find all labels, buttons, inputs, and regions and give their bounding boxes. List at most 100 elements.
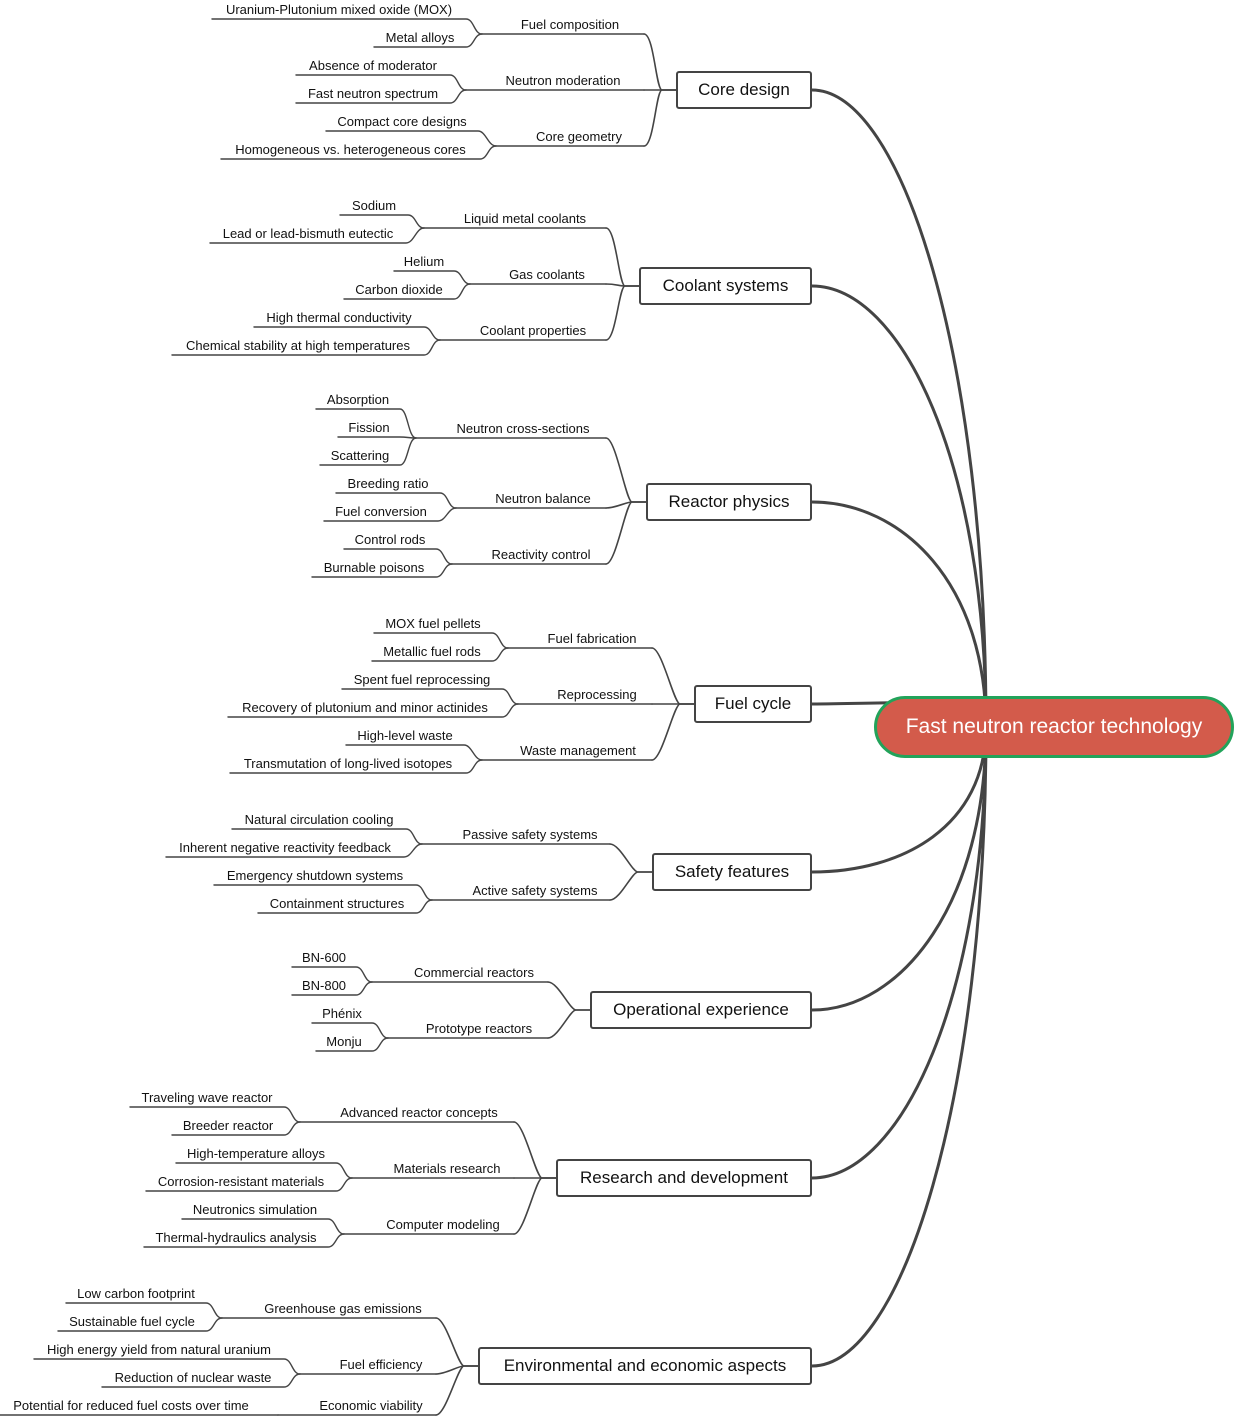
leaf-connector [220, 145, 497, 160]
root-branch-connector [810, 284, 988, 729]
branch-sub-connector [513, 1177, 557, 1235]
root-branch-connector [810, 725, 988, 874]
root-branch-connector [810, 500, 988, 729]
sub-node-label: Fuel fabrication [547, 631, 637, 646]
leaf-connector [101, 1373, 301, 1388]
branch-node[interactable]: Operational experience [590, 991, 812, 1029]
leaf-connector [393, 270, 471, 285]
leaf-node-label: High energy yield from natural uranium [47, 1342, 271, 1357]
leaf-connector [373, 33, 483, 48]
sub-node-label: Neutron balance [495, 491, 591, 506]
leaf-node-label: Control rods [354, 532, 426, 547]
sub-node-label: Prototype reactors [425, 1021, 533, 1036]
leaf-connector [291, 981, 373, 996]
branch-node[interactable]: Safety features [652, 853, 812, 891]
branch-sub-connector [605, 501, 647, 565]
root-branch-connector [810, 725, 988, 1368]
root-branch-connector [810, 88, 988, 729]
branch-sub-connector [605, 285, 640, 341]
leaf-node-label: Low carbon footprint [77, 1286, 195, 1301]
sub-node-label: Advanced reactor concepts [340, 1105, 498, 1120]
branch-sub-connector [547, 1009, 591, 1039]
leaf-connector [211, 18, 483, 35]
leaf-connector [175, 1162, 353, 1179]
leaf-node-label: Phénix [322, 1006, 362, 1021]
leaf-connector [33, 1358, 301, 1375]
leaf-node-label: Transmutation of long-lived isotopes [243, 756, 453, 771]
branch-node[interactable]: Reactor physics [646, 483, 812, 521]
sub-node-label: Passive safety systems [462, 827, 598, 842]
leaf-connector [227, 703, 519, 718]
leaf-connector [295, 74, 467, 91]
leaf-connector [171, 339, 441, 356]
leaf-connector [145, 1177, 353, 1192]
branch-sub-connector [547, 981, 591, 1011]
leaf-connector [253, 326, 441, 341]
leaf-node-label: Scattering [330, 448, 390, 463]
leaf-connector [257, 899, 433, 914]
leaf-node-label: Sustainable fuel cycle [69, 1314, 195, 1329]
branch-sub-connector [651, 647, 695, 705]
branch-sub-connector [605, 501, 647, 509]
leaf-connector [295, 89, 467, 104]
sub-node-label: Computer modeling [386, 1217, 500, 1232]
leaf-node-label: Metal alloys [385, 30, 455, 45]
sub-node-label: Greenhouse gas emissions [264, 1301, 422, 1316]
branch-node[interactable]: Core design [676, 71, 812, 109]
sub-node-label: Waste management [520, 743, 636, 758]
branch-sub-connector [435, 1317, 479, 1367]
branch-node[interactable]: Fuel cycle [694, 685, 812, 723]
leaf-connector [181, 1218, 345, 1235]
leaf-node-label: Natural circulation cooling [244, 812, 394, 827]
leaf-node-label: Uranium-Plutonium mixed oxide (MOX) [225, 2, 453, 17]
leaf-connector [323, 507, 457, 522]
leaf-connector [57, 1317, 223, 1332]
leaf-node-label: Fast neutron spectrum [307, 86, 439, 101]
leaf-connector [291, 966, 373, 983]
leaf-node-label: MOX fuel pellets [385, 616, 481, 631]
leaf-connector [319, 437, 417, 466]
branch-sub-connector [643, 33, 677, 91]
leaf-connector [213, 884, 433, 901]
leaf-connector [345, 744, 483, 761]
leaf-node-label: Sodium [351, 198, 397, 213]
leaf-node-label: Potential for reduced fuel costs over ti… [13, 1398, 249, 1413]
branch-node[interactable]: Research and development [556, 1159, 812, 1197]
branch-sub-connector [651, 703, 695, 761]
leaf-connector [335, 492, 457, 509]
leaf-connector [65, 1302, 223, 1319]
leaf-connector [171, 1121, 301, 1136]
sub-node-label: Reactivity control [491, 547, 591, 562]
branch-node[interactable]: Coolant systems [639, 267, 812, 305]
leaf-node-label: Carbon dioxide [355, 282, 443, 297]
branch-sub-connector [609, 871, 653, 901]
branch-node[interactable]: Environmental and economic aspects [478, 1347, 812, 1385]
leaf-connector [339, 214, 425, 229]
branch-sub-connector [513, 1121, 557, 1179]
branch-sub-connector [435, 1365, 479, 1375]
leaf-node-label: Compact core designs [337, 114, 467, 129]
leaf-node-label: Thermal-hydraulics analysis [155, 1230, 317, 1245]
leaf-connector [341, 688, 519, 705]
sub-node-label: Fuel efficiency [339, 1357, 423, 1372]
leaf-node-label: Lead or lead-bismuth eutectic [222, 226, 394, 241]
leaf-connector [343, 548, 453, 565]
sub-node-label: Economic viability [319, 1398, 423, 1413]
leaf-connector [165, 843, 423, 858]
leaf-node-label: Containment structures [269, 896, 405, 911]
sub-node-label: Fuel composition [520, 17, 620, 32]
branch-sub-connector [435, 1365, 479, 1416]
leaf-node-label: Helium [403, 254, 445, 269]
leaf-connector [143, 1233, 345, 1248]
leaf-node-label: Neutronics simulation [192, 1202, 318, 1217]
leaf-connector [325, 130, 497, 147]
leaf-connector [315, 408, 417, 439]
branch-sub-connector [643, 89, 677, 147]
leaf-node-label: Spent fuel reprocessing [353, 672, 491, 687]
root-node[interactable]: Fast neutron reactor technology [874, 696, 1234, 758]
leaf-node-label: Reduction of nuclear waste [114, 1370, 272, 1385]
leaf-node-label: Chemical stability at high temperatures [186, 338, 410, 353]
leaf-node-label: Fuel conversion [335, 504, 427, 519]
leaf-node-label: Burnable poisons [323, 560, 425, 575]
leaf-connector [343, 283, 471, 300]
